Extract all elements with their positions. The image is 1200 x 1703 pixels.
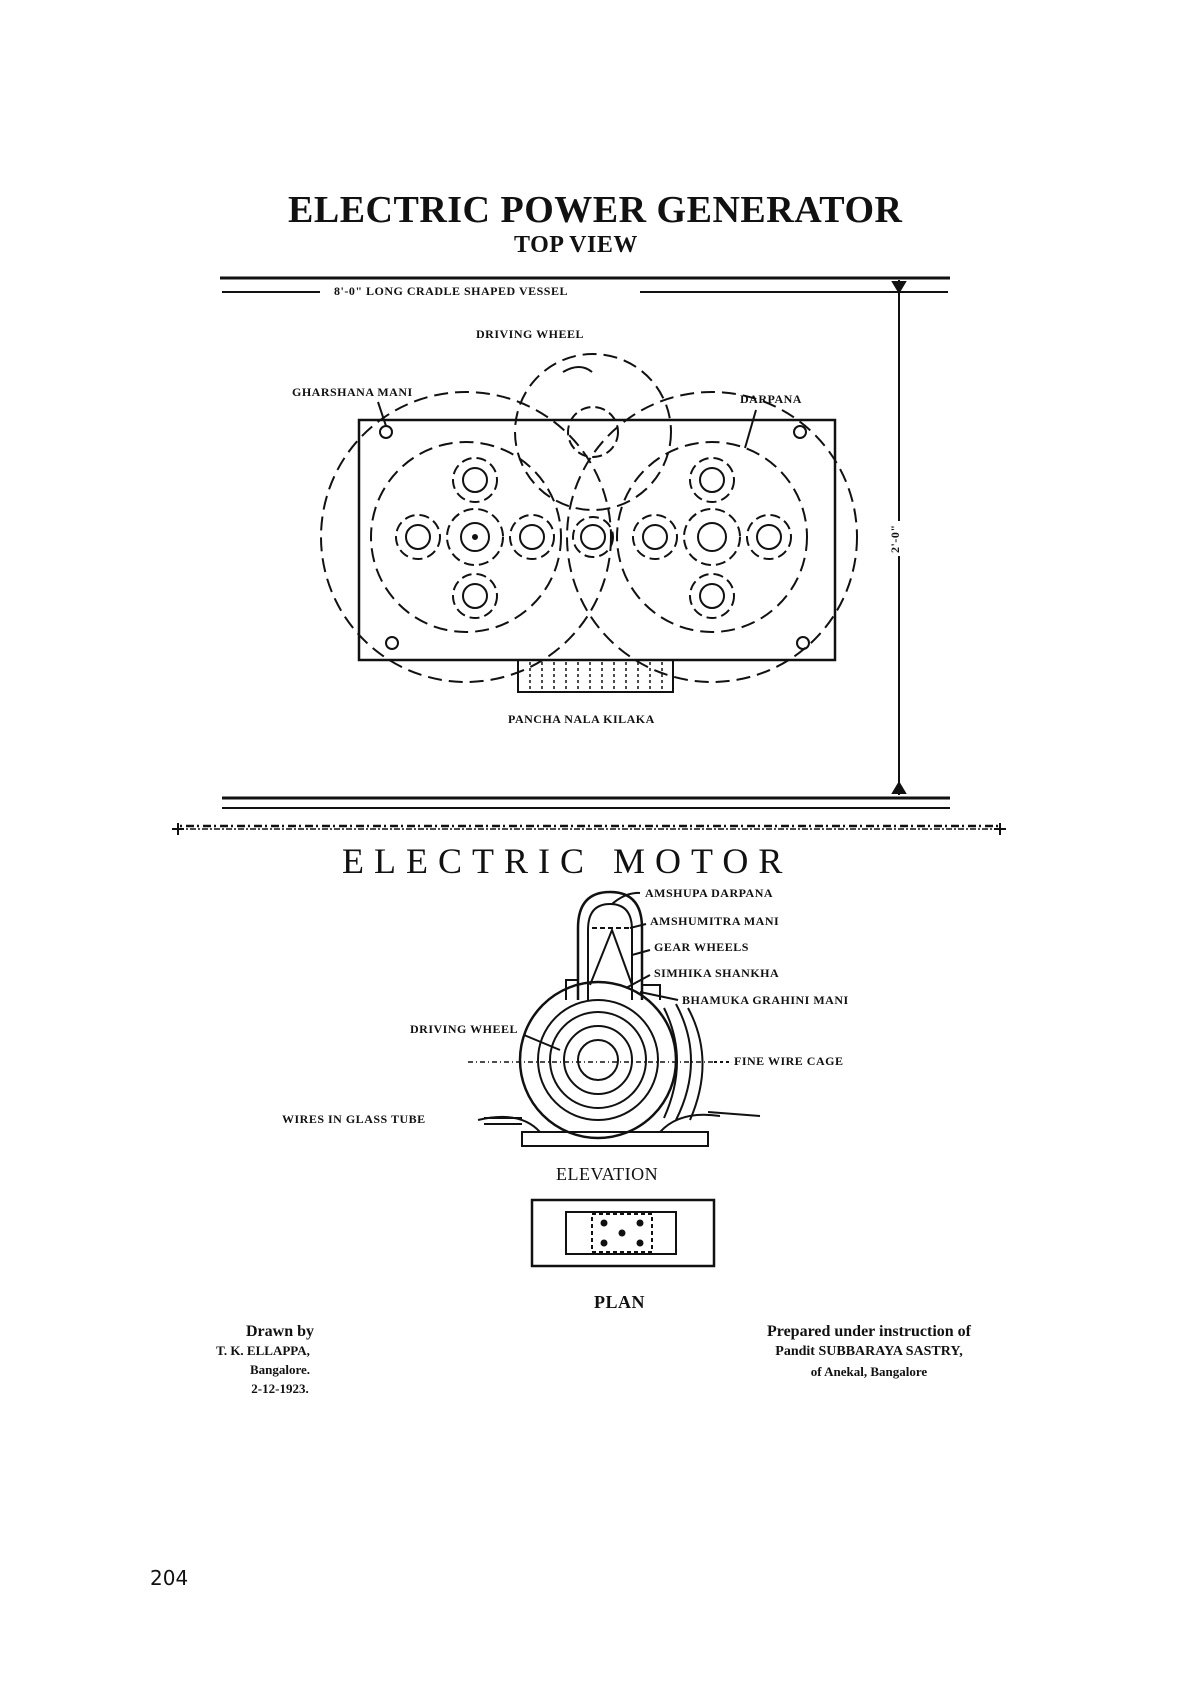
right-gear-bottom <box>689 573 735 619</box>
center-gear-hub <box>580 524 606 550</box>
generator-title: ELECTRIC POWER GENERATOR <box>288 189 903 231</box>
leader-amshumitra <box>629 923 647 929</box>
leader-driving-wheel <box>523 1034 561 1051</box>
prepared-line-1: Prepared under instruction of <box>766 1323 971 1340</box>
generator-subtitle: TOP VIEW <box>514 232 638 258</box>
darpana-leader <box>744 409 757 449</box>
leader-amshupa <box>611 891 641 905</box>
pancha-nala-kilaka-label: PANCHA NALA KILAKA <box>508 712 655 726</box>
dimension-arrow-top <box>891 281 907 294</box>
driving-wheel-label: DRIVING WHEEL <box>476 327 584 341</box>
drawn-by-block: Drawn by T. K. ELLAPPA, Bangalore. 2-12-… <box>216 1322 315 1398</box>
elevation-label: ELEVATION <box>556 1164 659 1184</box>
motor-dome-inner <box>587 902 633 1000</box>
plan-dot-4 <box>600 1239 608 1247</box>
corner-hole-tl <box>379 425 393 439</box>
right-gear-left <box>632 514 678 560</box>
plan-label: PLAN <box>594 1292 645 1312</box>
driving-wheel-outer <box>537 999 659 1121</box>
right-gear-center <box>683 508 741 566</box>
amshumitra-mani-label: AMSHUMITRA MANI <box>650 914 780 928</box>
left-gear-center <box>446 508 504 566</box>
right-gear-right <box>746 514 792 560</box>
right-gear-center-hub <box>697 522 727 552</box>
drawn-by-line-3: Bangalore. <box>249 1362 311 1377</box>
plan-core <box>591 1213 653 1253</box>
amshupa-darpana-label: AMSHUPA DARPANA <box>645 886 774 900</box>
left-gear-center-hub <box>460 522 490 552</box>
plan-inner <box>565 1211 677 1255</box>
plan-outer <box>530 1198 716 1268</box>
pancha-nala-kilaka-frame <box>517 659 674 693</box>
left-gear-center-dot <box>472 534 478 540</box>
right-wheel-inner <box>616 441 808 633</box>
left-gear-right <box>509 514 555 560</box>
driving-wheel-mid <box>549 1011 647 1109</box>
plan-dot-1 <box>600 1219 608 1227</box>
simhika-triangle <box>589 927 633 986</box>
right-gear-top-hub <box>699 467 725 493</box>
plan-dot-5 <box>636 1239 644 1247</box>
vessel-label: 8'-0" LONG CRADLE SHAPED VESSEL <box>330 284 572 299</box>
driving-wheel-inner <box>563 1025 633 1095</box>
drawn-by-line-1: Drawn by <box>246 1323 315 1340</box>
center-gear <box>572 516 614 558</box>
gharshana-mani-label: GHARSHANA MANI <box>292 385 413 399</box>
left-gear-right-hub <box>519 524 545 550</box>
left-wheel-inner <box>370 441 562 633</box>
driving-wheel-hub <box>567 406 619 458</box>
bhamuka-grahini-mani-label: BHAMUKA GRAHINI MANI <box>682 993 849 1007</box>
gharshana-leader <box>377 401 387 427</box>
left-gear-top-hub <box>462 467 488 493</box>
corner-hole-bl <box>385 636 399 650</box>
driving-wheel-leader <box>562 366 593 373</box>
leader-simhika <box>625 974 651 989</box>
driving-wheel-core <box>577 1039 619 1081</box>
left-wheel-outer <box>320 391 612 683</box>
right-gear-bottom-hub <box>699 583 725 609</box>
motor-casing <box>518 980 678 1140</box>
dimension-label: 2'-0" <box>888 521 903 556</box>
motor-side-right <box>642 984 661 1000</box>
darpana-label: DARPANA <box>740 392 802 406</box>
motor-driving-wheel-label: DRIVING WHEEL <box>410 1022 518 1036</box>
drawn-by-line-4: 2-12-1923. <box>251 1381 309 1396</box>
wires-in-glass-tube-label: WIRES IN GLASS TUBE <box>282 1112 426 1126</box>
right-gear-right-hub <box>756 524 782 550</box>
plan-dot-2 <box>636 1219 644 1227</box>
left-gear-left-hub <box>405 524 431 550</box>
prepared-block: Prepared under instruction of Pandit SUB… <box>744 1322 994 1382</box>
motor-base-plate <box>521 1131 709 1147</box>
fine-wire-cage-label: FINE WIRE CAGE <box>734 1054 844 1068</box>
right-wheel-outer <box>566 391 858 683</box>
leader-bhamuka <box>639 991 679 1001</box>
right-gear-top <box>689 457 735 503</box>
prepared-line-3: of Anekal, Bangalore <box>810 1364 928 1379</box>
fine-wire-cage-2 <box>675 1003 692 1121</box>
gear-wheels-label: GEAR WHEELS <box>654 940 749 954</box>
plan-dot-3 <box>618 1229 626 1237</box>
leader-gear-wheels <box>631 949 651 956</box>
simhika-shankha-label: SIMHIKA SHANKHA <box>654 966 780 980</box>
driving-wheel <box>514 353 672 511</box>
motor-dome <box>576 890 644 1000</box>
page-number: 204 <box>150 1566 189 1590</box>
corner-hole-br <box>796 636 810 650</box>
prepared-line-2: Pandit SUBBARAYA SASTRY, <box>775 1344 963 1359</box>
corner-hole-tr <box>793 425 807 439</box>
motor-side-left <box>565 979 578 1000</box>
right-gear-left-hub <box>642 524 668 550</box>
left-gear-top <box>452 457 498 503</box>
left-gear-bottom <box>452 573 498 619</box>
left-gear-left <box>395 514 441 560</box>
dimension-arrow-bottom <box>891 781 907 794</box>
fine-wire-cage-3 <box>687 1007 704 1121</box>
left-gear-bottom-hub <box>462 583 488 609</box>
motor-title: ELECTRIC MOTOR <box>342 841 793 881</box>
drawn-by-line-2: T. K. ELLAPPA, <box>216 1343 310 1358</box>
base-wire-right <box>707 1111 761 1117</box>
